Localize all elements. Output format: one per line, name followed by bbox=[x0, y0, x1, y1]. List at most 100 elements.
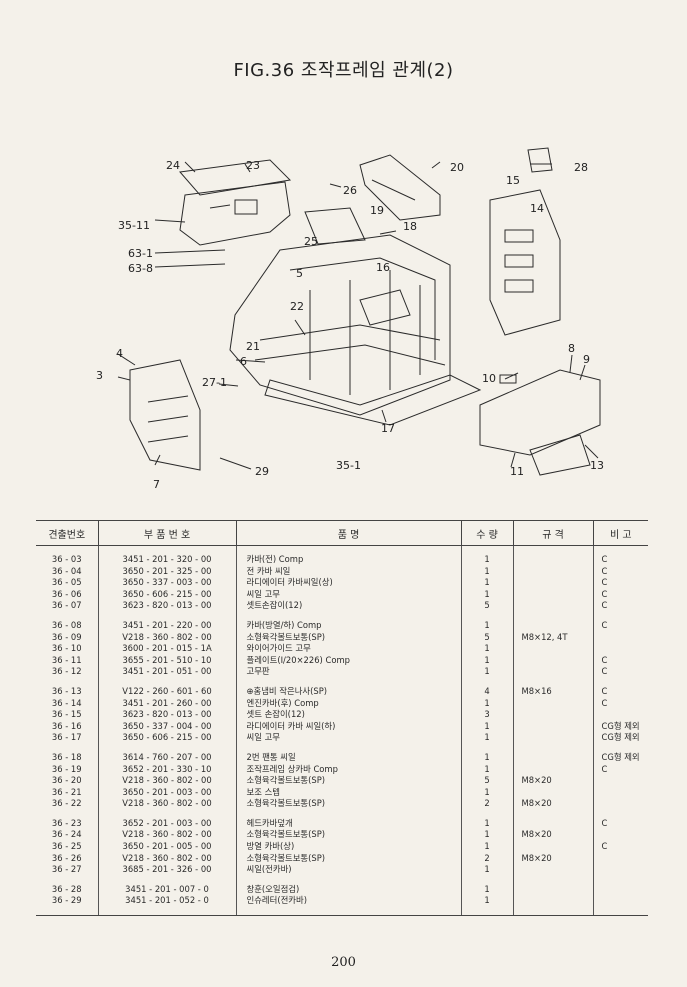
row-name: 카바(전) Comp bbox=[235, 554, 462, 566]
spacer-cell bbox=[97, 611, 237, 620]
spacer-cell bbox=[592, 743, 648, 752]
row-part-no: V218 - 360 - 802 - 00 bbox=[97, 852, 237, 865]
row-qty: 2 bbox=[460, 798, 514, 810]
callout-27-1: 27-1 bbox=[202, 376, 227, 389]
row-name: 씨일(전카바) bbox=[235, 864, 462, 876]
callout-63-1: 63-1 bbox=[128, 247, 153, 260]
row-spec bbox=[512, 600, 594, 612]
row-spec: M8×20 bbox=[512, 852, 594, 865]
row-spec: M8×12, 4T bbox=[512, 631, 594, 644]
row-qty: 1 bbox=[460, 654, 514, 667]
row-spec bbox=[512, 883, 594, 896]
row-ref: 36 - 14 bbox=[36, 697, 99, 710]
spacer-cell bbox=[235, 809, 462, 818]
row-spec: M8×20 bbox=[512, 798, 594, 810]
row-remark bbox=[592, 883, 648, 896]
row-part-no: 3650 - 606 - 215 - 00 bbox=[97, 732, 237, 744]
row-name: 엔진카바(후) Comp bbox=[235, 697, 462, 710]
group-spacer bbox=[36, 743, 648, 752]
callout-8: 8 bbox=[568, 342, 575, 355]
row-qty: 1 bbox=[460, 565, 514, 578]
row-part-no: 3652 - 201 - 003 - 00 bbox=[97, 817, 237, 830]
callout-7: 7 bbox=[153, 478, 160, 491]
row-part-no: 3614 - 760 - 207 - 00 bbox=[97, 751, 237, 764]
row-qty: 2 bbox=[460, 852, 514, 865]
callout-4: 4 bbox=[116, 347, 123, 360]
exploded-diagram-drawing bbox=[117, 147, 601, 476]
row-remark bbox=[592, 895, 648, 908]
row-ref: 36 - 23 bbox=[36, 817, 99, 830]
callout-23: 23 bbox=[246, 159, 260, 172]
row-ref: 36 - 05 bbox=[36, 577, 99, 589]
spacer-cell bbox=[36, 545, 99, 554]
row-remark: C bbox=[592, 763, 648, 776]
callout-28: 28 bbox=[574, 161, 588, 174]
spacer-cell bbox=[460, 809, 514, 818]
spacer-cell bbox=[592, 809, 648, 818]
group-spacer bbox=[36, 545, 648, 554]
spacer-cell bbox=[460, 743, 514, 752]
row-qty: 1 bbox=[460, 732, 514, 744]
row-ref: 36 - 25 bbox=[36, 841, 99, 853]
row-qty: 1 bbox=[460, 554, 514, 566]
row-name: 전 카바 씨일 bbox=[235, 565, 462, 578]
row-part-no: V218 - 360 - 802 - 00 bbox=[97, 775, 237, 787]
row-part-no: 3451 - 201 - 051 - 00 bbox=[97, 666, 237, 678]
callout-17: 17 bbox=[381, 422, 395, 435]
spacer-cell bbox=[97, 809, 237, 818]
row-spec bbox=[512, 720, 594, 733]
spacer-cell bbox=[512, 611, 594, 620]
row-part-no: 3650 - 606 - 215 - 00 bbox=[97, 588, 237, 601]
row-remark: C bbox=[592, 817, 648, 830]
spacer-cell bbox=[97, 743, 237, 752]
row-spec bbox=[512, 763, 594, 776]
row-spec: M8×20 bbox=[512, 829, 594, 842]
spacer-cell bbox=[460, 545, 514, 554]
spacer-cell bbox=[592, 875, 648, 884]
row-name: 셋트손잡이(12) bbox=[235, 600, 462, 612]
row-qty: 1 bbox=[460, 720, 514, 733]
row-name: 라디에이터 카바씨일(상) bbox=[235, 577, 462, 589]
group-spacer bbox=[36, 611, 648, 620]
table-header-row: 견출번호 부 품 번 호 품 명 수 량 규 격 비 고 bbox=[36, 520, 648, 546]
callout-35-1: 35-1 bbox=[336, 459, 361, 472]
row-qty: 1 bbox=[460, 588, 514, 601]
row-ref: 36 - 06 bbox=[36, 588, 99, 601]
spacer-cell bbox=[235, 545, 462, 554]
row-spec bbox=[512, 841, 594, 853]
row-ref: 36 - 07 bbox=[36, 600, 99, 612]
header-name: 품 명 bbox=[235, 520, 462, 546]
callout-26: 26 bbox=[343, 184, 357, 197]
row-spec bbox=[512, 864, 594, 876]
callout-14: 14 bbox=[530, 202, 544, 215]
row-part-no: 3650 - 337 - 004 - 00 bbox=[97, 720, 237, 733]
spacer-cell bbox=[512, 875, 594, 884]
row-remark bbox=[592, 631, 648, 644]
callout-29: 29 bbox=[255, 465, 269, 478]
spacer-cell bbox=[235, 907, 462, 917]
spacer-cell bbox=[512, 743, 594, 752]
row-remark: C bbox=[592, 554, 648, 566]
row-spec bbox=[512, 643, 594, 655]
figure-title: FIG.36 조작프레임 관계(2) bbox=[233, 60, 454, 81]
row-name: 방열 카바(상) bbox=[235, 841, 462, 853]
row-ref: 36 - 24 bbox=[36, 829, 99, 842]
row-remark bbox=[592, 852, 648, 865]
spacer-cell bbox=[235, 743, 462, 752]
spacer-cell bbox=[592, 907, 648, 917]
spacer-cell bbox=[36, 875, 99, 884]
row-remark bbox=[592, 643, 648, 655]
header-ref: 견출번호 bbox=[36, 520, 99, 546]
row-remark: CG형 제외 bbox=[592, 751, 648, 764]
